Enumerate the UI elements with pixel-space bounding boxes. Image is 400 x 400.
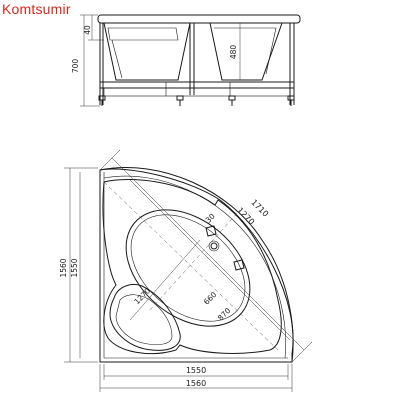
dim-basin-long: 870	[216, 306, 233, 323]
side-dimension-depth: 480	[229, 23, 241, 80]
dim-height-outer: 1560	[59, 258, 68, 277]
dim-width-outer: 1560	[186, 379, 206, 388]
side-feet	[98, 95, 295, 106]
dim-basin-short: 660	[202, 290, 219, 307]
drain	[210, 242, 218, 250]
dim-height-inner: 1550	[70, 258, 79, 277]
brand-logo: Komtsumir	[2, 1, 71, 17]
dim-width-inner: 1550	[186, 366, 206, 375]
top-rim	[102, 179, 282, 355]
top-dimensions-bottom: 1550 1560	[99, 364, 293, 392]
top-seat	[109, 284, 181, 351]
side-rim	[97, 14, 301, 24]
top-outer-shell	[99, 166, 294, 363]
dim-seat: 1270	[132, 286, 152, 306]
side-dimensions-left: 700 40	[71, 14, 104, 107]
dim-total-height: 700	[71, 59, 80, 74]
top-dimensions-left: 1560 1550	[59, 167, 98, 363]
side-shell	[103, 22, 191, 81]
top-view: 1710 1270 30 1270 660 870 1560 1550 15	[59, 149, 313, 392]
dim-depth: 480	[229, 45, 238, 60]
dim-rim: 40	[83, 25, 92, 35]
dim-small: 30	[204, 212, 217, 225]
top-basin	[125, 209, 251, 327]
side-shell-right	[209, 22, 283, 81]
side-view: 700 40 480	[71, 14, 301, 107]
